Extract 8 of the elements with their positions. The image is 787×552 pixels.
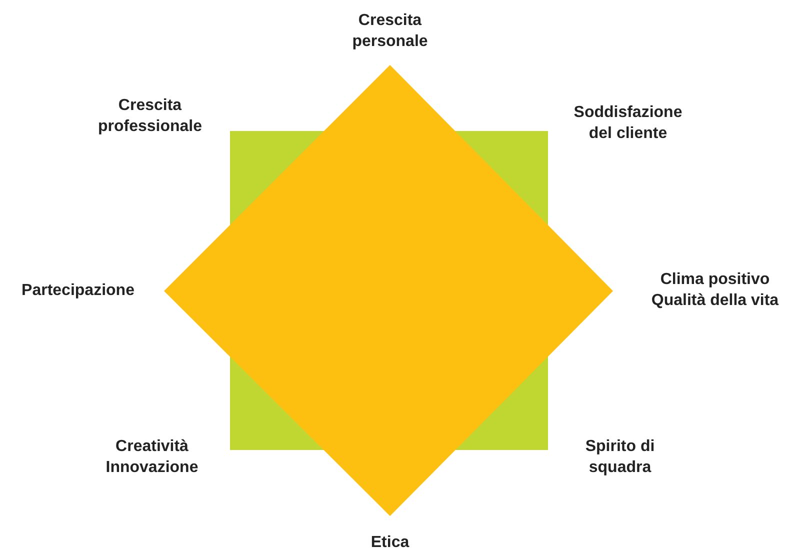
corner-label: Creatività Innovazione	[104, 437, 200, 478]
corner-label: Crescita personale	[351, 11, 429, 52]
corner-label: Spirito di squadra	[584, 437, 656, 478]
corner-label: Crescita professionale	[96, 96, 204, 137]
corner-label: Clima positivo Qualità della vita	[650, 270, 780, 311]
corner-label: Partecipazione	[20, 281, 136, 301]
corner-label: Soddisfazione del cliente	[572, 103, 684, 144]
corner-label: Etica	[370, 533, 410, 552]
